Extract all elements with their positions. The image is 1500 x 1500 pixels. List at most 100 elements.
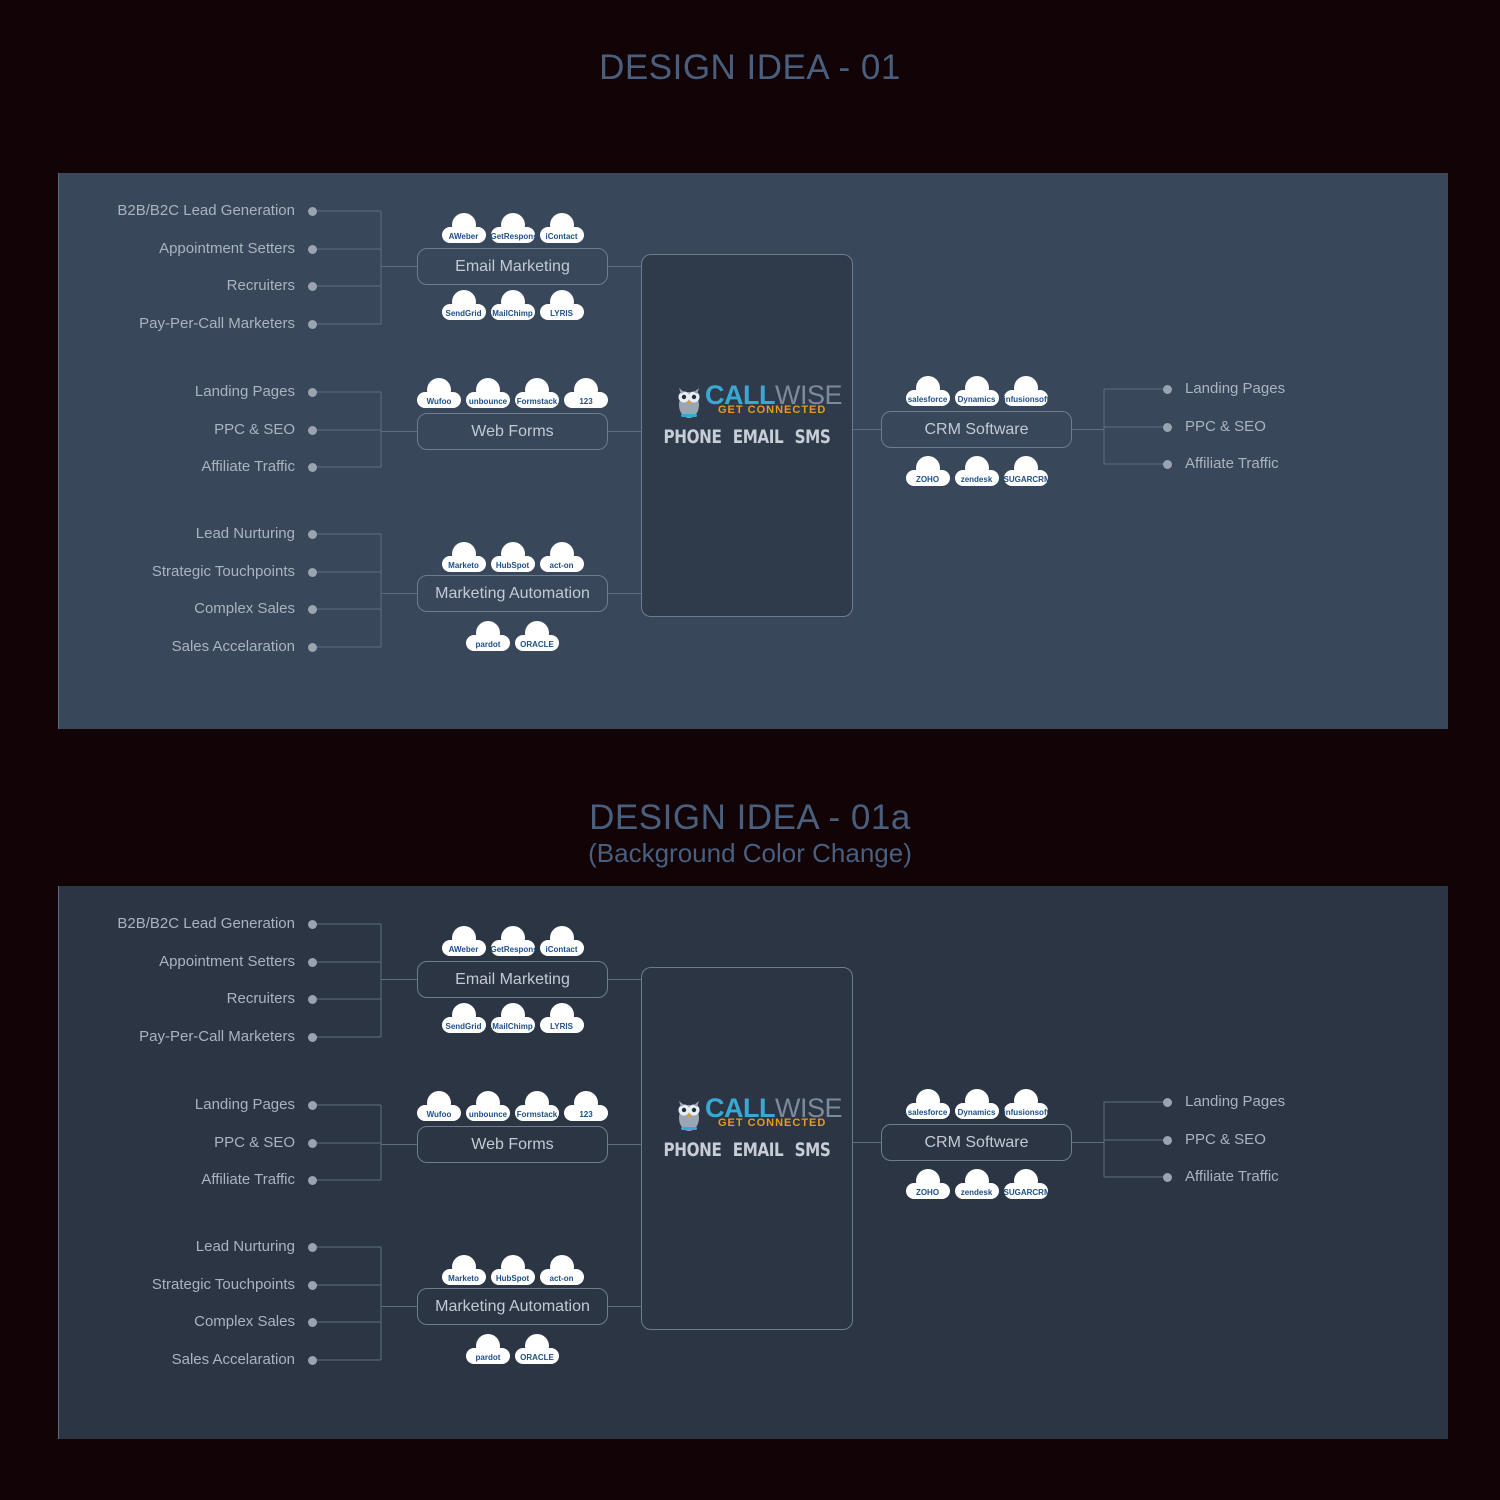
- integration-logo-icon: unbounce: [466, 1091, 510, 1121]
- bullet-dot: [1163, 385, 1172, 394]
- integration-logo-icon: SUGARCRM: [1003, 1169, 1048, 1199]
- logo-label: AWeber: [448, 232, 479, 241]
- logo-label: act-on: [549, 561, 574, 570]
- bullet-dot: [308, 958, 317, 967]
- logo-label: Formstack: [516, 1110, 558, 1119]
- bullet-dot: [308, 920, 317, 929]
- logo-label: 123: [579, 1110, 593, 1119]
- source-label: Complex Sales: [194, 1313, 295, 1330]
- subtitle-2: (Background Color Change): [588, 838, 912, 868]
- channel-node: Email Marketing: [417, 961, 608, 998]
- integration-logo-icon: MailChimp: [490, 290, 535, 320]
- brand-secondary: WISE: [774, 380, 843, 410]
- source-label: Recruiters: [226, 277, 295, 294]
- source-label: Recruiters: [226, 990, 295, 1007]
- integration-logo-icon: AWeber: [441, 926, 486, 956]
- channel-list: PHONE EMAIL SMS: [663, 426, 831, 448]
- source-label: Affiliate Traffic: [201, 458, 295, 475]
- logo-label: Wufoo: [426, 397, 452, 406]
- integration-logo-icon: ZOHO: [905, 1169, 950, 1199]
- logo-label: pardot: [475, 1353, 501, 1362]
- bullet-dot: [1163, 460, 1172, 469]
- target-label: PPC & SEO: [1185, 1131, 1266, 1148]
- logo-label: MailChimp: [492, 309, 533, 318]
- integration-logo-icon: act-on: [539, 542, 584, 572]
- bullet-dot: [308, 1243, 317, 1252]
- source-label: PPC & SEO: [214, 421, 295, 438]
- title-2: DESIGN IDEA - 01a: [589, 798, 911, 837]
- source-label: Appointment Setters: [159, 953, 295, 970]
- source-label: Complex Sales: [194, 600, 295, 617]
- source-label: Strategic Touchpoints: [151, 1276, 295, 1293]
- integration-logo-icon: iContact: [539, 926, 584, 956]
- integration-logo-icon: unbounce: [466, 378, 510, 408]
- integration-logo-icon: LYRIS: [539, 1003, 584, 1033]
- bullet-dot: [308, 1318, 317, 1327]
- integration-logo-icon: HubSpot: [490, 1255, 535, 1285]
- logo-label: SendGrid: [445, 309, 482, 318]
- channel-node: Web Forms: [417, 1126, 608, 1163]
- integration-logo-icon: GetResponse: [490, 213, 535, 243]
- bullet-dot: [308, 463, 317, 472]
- source-label: Lead Nurturing: [195, 1238, 295, 1255]
- brand-primary: CALL: [705, 1093, 775, 1123]
- integration-logo-icon: salesforce: [905, 1089, 950, 1119]
- integration-logo-icon: zendesk: [954, 1169, 999, 1199]
- source-label: PPC & SEO: [214, 1134, 295, 1151]
- source-label: B2B/B2C Lead Generation: [117, 915, 295, 932]
- source-label: Sales Accelaration: [171, 1351, 295, 1368]
- channel-node: Web Forms: [417, 413, 608, 450]
- integration-logo-icon: Wufoo: [417, 1091, 461, 1121]
- logo-label: salesforce: [907, 1108, 948, 1117]
- target-label: Affiliate Traffic: [1185, 455, 1279, 472]
- logo-label: infusionsoft: [1003, 1108, 1048, 1117]
- logo-label: SUGARCRM: [1003, 1188, 1048, 1197]
- integration-logo-icon: SendGrid: [441, 1003, 486, 1033]
- source-label: Pay-Per-Call Marketers: [139, 315, 295, 332]
- bullet-dot: [308, 1139, 317, 1148]
- source-label: Appointment Setters: [159, 240, 295, 257]
- crm-node: CRM Software: [881, 1124, 1072, 1161]
- bullet-dot: [308, 426, 317, 435]
- logo-label: ORACLE: [520, 640, 554, 649]
- logo-label: AWeber: [448, 945, 479, 954]
- logo-label: infusionsoft: [1003, 395, 1048, 404]
- bullet-dot: [308, 1356, 317, 1365]
- integration-logo-icon: AWeber: [441, 213, 486, 243]
- bullet-dot: [308, 530, 317, 539]
- bullet-dot: [1163, 1173, 1172, 1182]
- bullet-dot: [308, 605, 317, 614]
- integration-logo-icon: ZOHO: [905, 456, 950, 486]
- bullet-dot: [308, 388, 317, 397]
- brand-name: CALLWISE: [705, 1093, 843, 1124]
- logo-label: Dynamics: [957, 1108, 996, 1117]
- source-label: Sales Accelaration: [171, 638, 295, 655]
- logo-label: Formstack: [516, 397, 558, 406]
- source-label: Landing Pages: [194, 1096, 295, 1113]
- source-label: Strategic Touchpoints: [151, 563, 295, 580]
- title-1: DESIGN IDEA - 01: [599, 48, 901, 87]
- bullet-dot: [308, 245, 317, 254]
- integration-logo-icon: SUGARCRM: [1003, 456, 1048, 486]
- logo-label: GetResponse: [490, 945, 535, 954]
- bullet-dot: [308, 320, 317, 329]
- source-label: Lead Nurturing: [195, 525, 295, 542]
- owl-logo-icon: [678, 388, 700, 418]
- bullet-dot: [308, 1176, 317, 1185]
- integration-logo-icon: SendGrid: [441, 290, 486, 320]
- integration-logo-icon: MailChimp: [490, 1003, 535, 1033]
- logo-label: Marketo: [448, 561, 479, 570]
- channel-node: Email Marketing: [417, 248, 608, 285]
- integration-logo-icon: Wufoo: [417, 378, 461, 408]
- integration-logo-icon: ORACLE: [515, 1334, 559, 1364]
- logo-label: unbounce: [468, 1110, 508, 1119]
- brand-name: CALLWISE: [705, 380, 843, 411]
- logo-label: GetResponse: [490, 232, 535, 241]
- integration-logo-icon: infusionsoft: [1003, 1089, 1048, 1119]
- integration-logo-icon: ORACLE: [515, 621, 559, 651]
- brand-secondary: WISE: [774, 1093, 843, 1123]
- source-label: B2B/B2C Lead Generation: [117, 202, 295, 219]
- bullet-dot: [1163, 1098, 1172, 1107]
- logo-label: iContact: [545, 232, 578, 241]
